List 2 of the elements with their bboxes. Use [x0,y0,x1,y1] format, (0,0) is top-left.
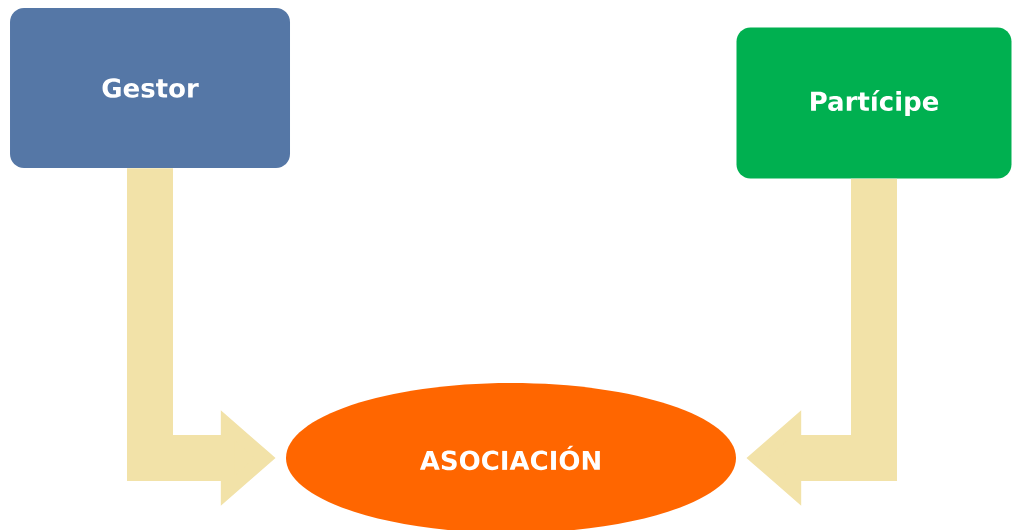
process-box: Gestor [10,8,290,168]
process-box: Partícipe [736,27,1012,179]
